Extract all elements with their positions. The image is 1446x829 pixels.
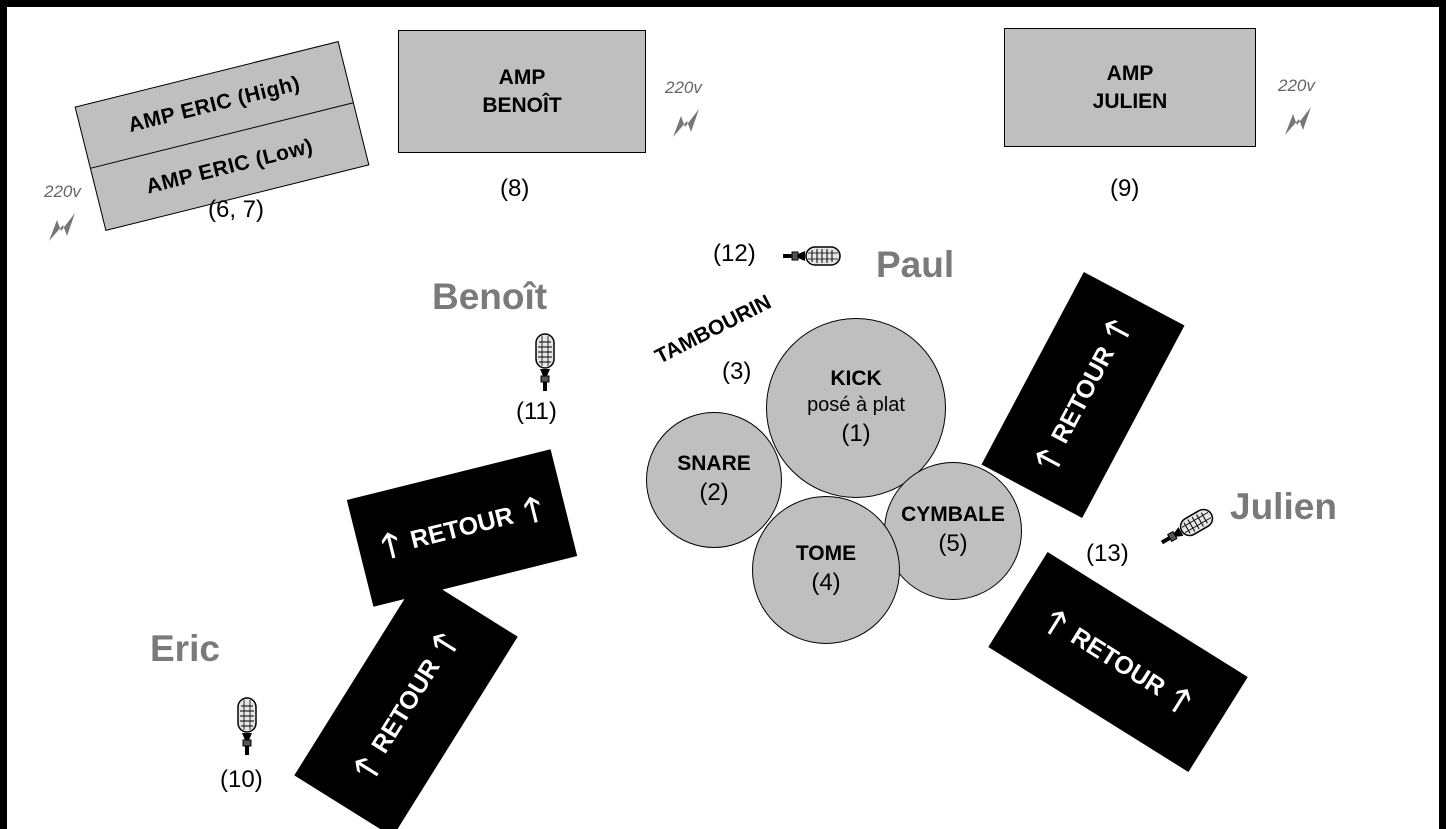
arrow-up-icon: 🡑 [1038,602,1074,644]
drum-tome: TOME (4) [752,496,900,644]
kick-label: KICK [830,367,882,390]
mic-julien-number: (13) [1086,540,1129,567]
person-paul: Paul [876,244,955,285]
arrow-up-icon: 🡑 [520,489,547,531]
frame-border-top [0,0,1446,7]
microphone-icon [782,241,842,271]
amp-julien-number: (9) [1110,175,1140,202]
kick-note: posé à plat [807,394,905,416]
monitor-julien-upper: 🡑 RETOUR 🡑 [981,271,1185,519]
person-eric: Eric [150,628,220,669]
amp-benoit-line2: BENOÎT [482,93,562,117]
microphone-icon [1154,500,1221,556]
monitor-benoit: 🡑 RETOUR 🡑 [346,449,578,607]
tome-number: (4) [811,569,841,596]
monitor-label: RETOUR [407,501,517,554]
amp-julien-line2: JULIEN [1092,89,1168,113]
amp-benoit: AMP BENOÎT [398,30,646,153]
arrow-up-icon: 🡑 [346,750,388,786]
microphone-icon [530,332,560,392]
frame-border-left [0,0,7,829]
snare-number: (2) [699,479,729,506]
person-julien: Julien [1230,486,1337,527]
tome-label: TOME [795,542,857,565]
monitor-label: RETOUR [365,653,446,758]
monitor-eric: 🡑 RETOUR 🡑 [294,575,518,829]
microphone-icon [232,696,262,756]
monitor-label: RETOUR [1045,341,1120,448]
monitor-label: RETOUR [1066,621,1171,702]
amp-julien-line1: AMP [1106,61,1154,85]
arrow-up-icon: 🡑 [1096,313,1139,347]
arrow-up-icon: 🡑 [1162,680,1198,722]
drum-kick: KICK posé à plat (1) [766,318,946,498]
arrow-up-icon: 🡑 [424,626,466,662]
arrow-up-icon: 🡑 [1027,443,1070,477]
tambourin-label: TAMBOURIN [651,290,775,369]
kick-number: (1) [841,420,871,447]
person-benoit: Benoît [432,276,548,317]
mic-paul-number: (12) [713,240,756,267]
power-label-benoit: 220v [665,78,702,97]
amp-benoit-line1: AMP [498,65,546,89]
cymbale-label: CYMBALE [901,503,1005,526]
power-label-julien: 220v [1278,76,1315,95]
amp-benoit-number: (8) [500,175,530,202]
arrow-up-icon: 🡑 [377,525,404,567]
mic-benoit-number: (11) [516,398,557,425]
frame-border-right [1439,0,1446,829]
lightning-icon [1282,104,1316,138]
lightning-icon [46,210,80,244]
power-label-eric: 220v [44,182,81,201]
amp-julien: AMP JULIEN [1004,28,1256,147]
tambourin-number: (3) [722,358,752,385]
snare-label: SNARE [677,452,751,475]
amp-eric-number: (6, 7) [208,196,265,223]
mic-eric-number: (10) [220,766,263,793]
drum-snare: SNARE (2) [646,412,782,548]
lightning-icon [670,106,704,140]
monitor-julien-lower: 🡑 RETOUR 🡑 [988,551,1248,773]
drum-cymbale: CYMBALE (5) [884,462,1022,600]
cymbale-number: (5) [938,530,968,557]
